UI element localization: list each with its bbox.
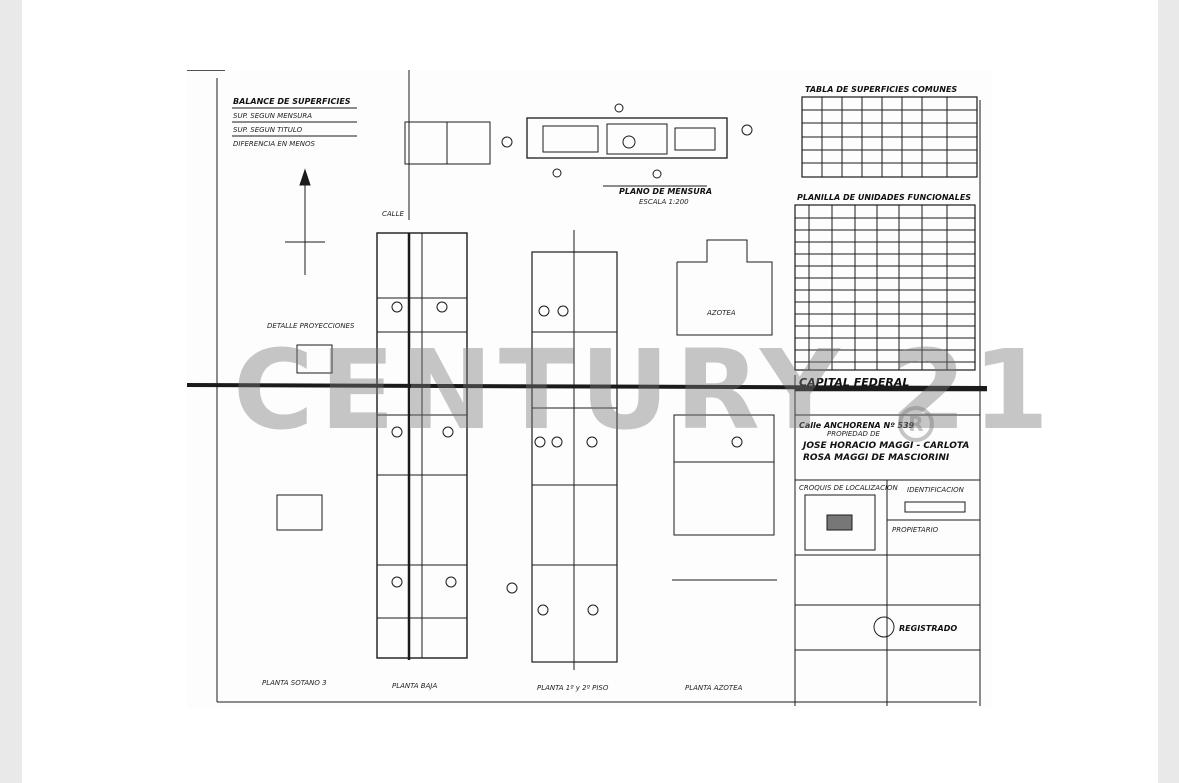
- balance-line-3: DIFERENCIA EN MENOS: [233, 140, 315, 148]
- registered-mark-icon: R: [898, 406, 934, 442]
- identificacion-label: IDENTIFICACION: [907, 486, 965, 494]
- propietario-name-2: ROSA MAGGI DE MASCIORINI: [803, 453, 950, 463]
- calle-direccion: Calle ANCHORENA Nº 539: [799, 421, 915, 430]
- balance-line-2: SUP. SEGUN TITULO: [233, 126, 303, 134]
- registrado-stamp: REGISTRADO: [899, 624, 957, 633]
- propiedad-de-label: PROPIEDAD DE: [827, 430, 880, 438]
- floor-plan-scan: BALANCE DE SUPERFICIES SUP. SEGUN MENSUR…: [187, 70, 992, 708]
- capital-federal-label: CAPITAL FEDERAL: [799, 376, 909, 389]
- tabla-superficies-title: TABLA DE SUPERFICIES COMUNES: [805, 85, 957, 94]
- propietario-name-1: JOSE HORACIO MAGGI - CARLOTA: [801, 441, 969, 451]
- plano-mensura-label: PLANO DE MENSURA: [619, 187, 712, 196]
- planta-baja-label: PLANTA BAJA: [392, 682, 437, 690]
- planta-azotea-label: PLANTA AZOTEA: [685, 684, 743, 692]
- calle-label: CALLE: [382, 210, 404, 218]
- azotea-label: AZOTEA: [706, 309, 736, 317]
- escala-label: ESCALA 1:200: [639, 198, 689, 206]
- balance-line-1: SUP. SEGUN MENSURA: [233, 112, 312, 120]
- planta-sotano-label: PLANTA SOTANO 3: [262, 679, 327, 687]
- detalle-label: DETALLE PROYECCIONES: [267, 322, 355, 330]
- planta-pisos-label: PLANTA 1º y 2º PISO: [537, 684, 609, 692]
- balance-title: BALANCE DE SUPERFICIES: [233, 97, 351, 106]
- croquis-label: CROQUIS DE LOCALIZACION: [799, 484, 899, 492]
- propietario-label: PROPIETARIO: [892, 526, 939, 534]
- planilla-title: PLANILLA DE UNIDADES FUNCIONALES: [797, 193, 971, 202]
